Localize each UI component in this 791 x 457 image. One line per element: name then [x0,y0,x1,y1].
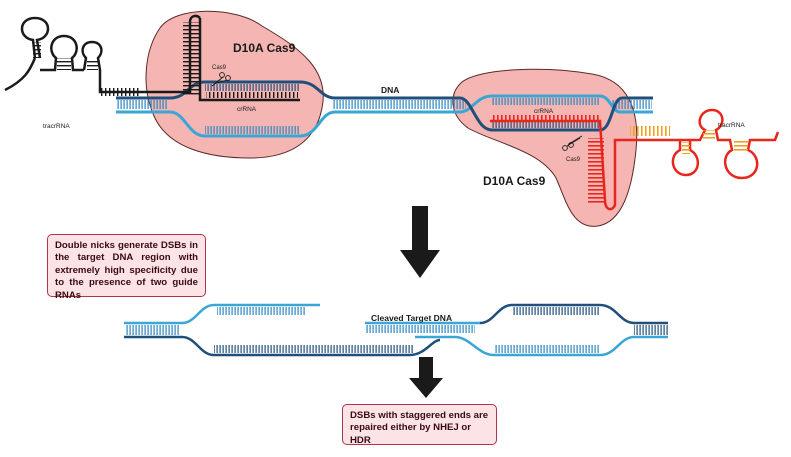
cas9-scissor-label-left: Cas9 [212,65,227,71]
sgrna-left [4,14,300,102]
cas9-scissor-label-right: Cas9 [566,157,581,163]
cleaved-dna [124,303,668,357]
info-box-repair: DSBs with staggered ends are repaired ei… [342,404,497,446]
tracrrna-label-right: tracrRNA [718,122,745,129]
scissors-icon-left [211,72,231,87]
cas9-label-top: D10A Cas9 [233,41,296,55]
cas9-label-bottom: D10A Cas9 [483,174,546,188]
down-arrow-icon-1 [400,206,440,278]
crrna-label-right: crRNA [534,108,554,115]
tracrrna-label-left: tracrRNA [43,123,70,130]
down-arrow-icon-2 [409,357,443,398]
cas9-protein-right [452,68,638,227]
sgrna-right [490,108,780,211]
scissors-icon-right [562,135,583,151]
dna-label: DNA [381,85,399,95]
crrna-label-left: crRNA [237,106,257,113]
dna-duplex-top [116,80,653,138]
info-box-double-nicks: Double nicks generate DSBs in the target… [47,234,206,301]
cleaved-target-dna-label: Cleaved Target DNA [371,313,452,323]
